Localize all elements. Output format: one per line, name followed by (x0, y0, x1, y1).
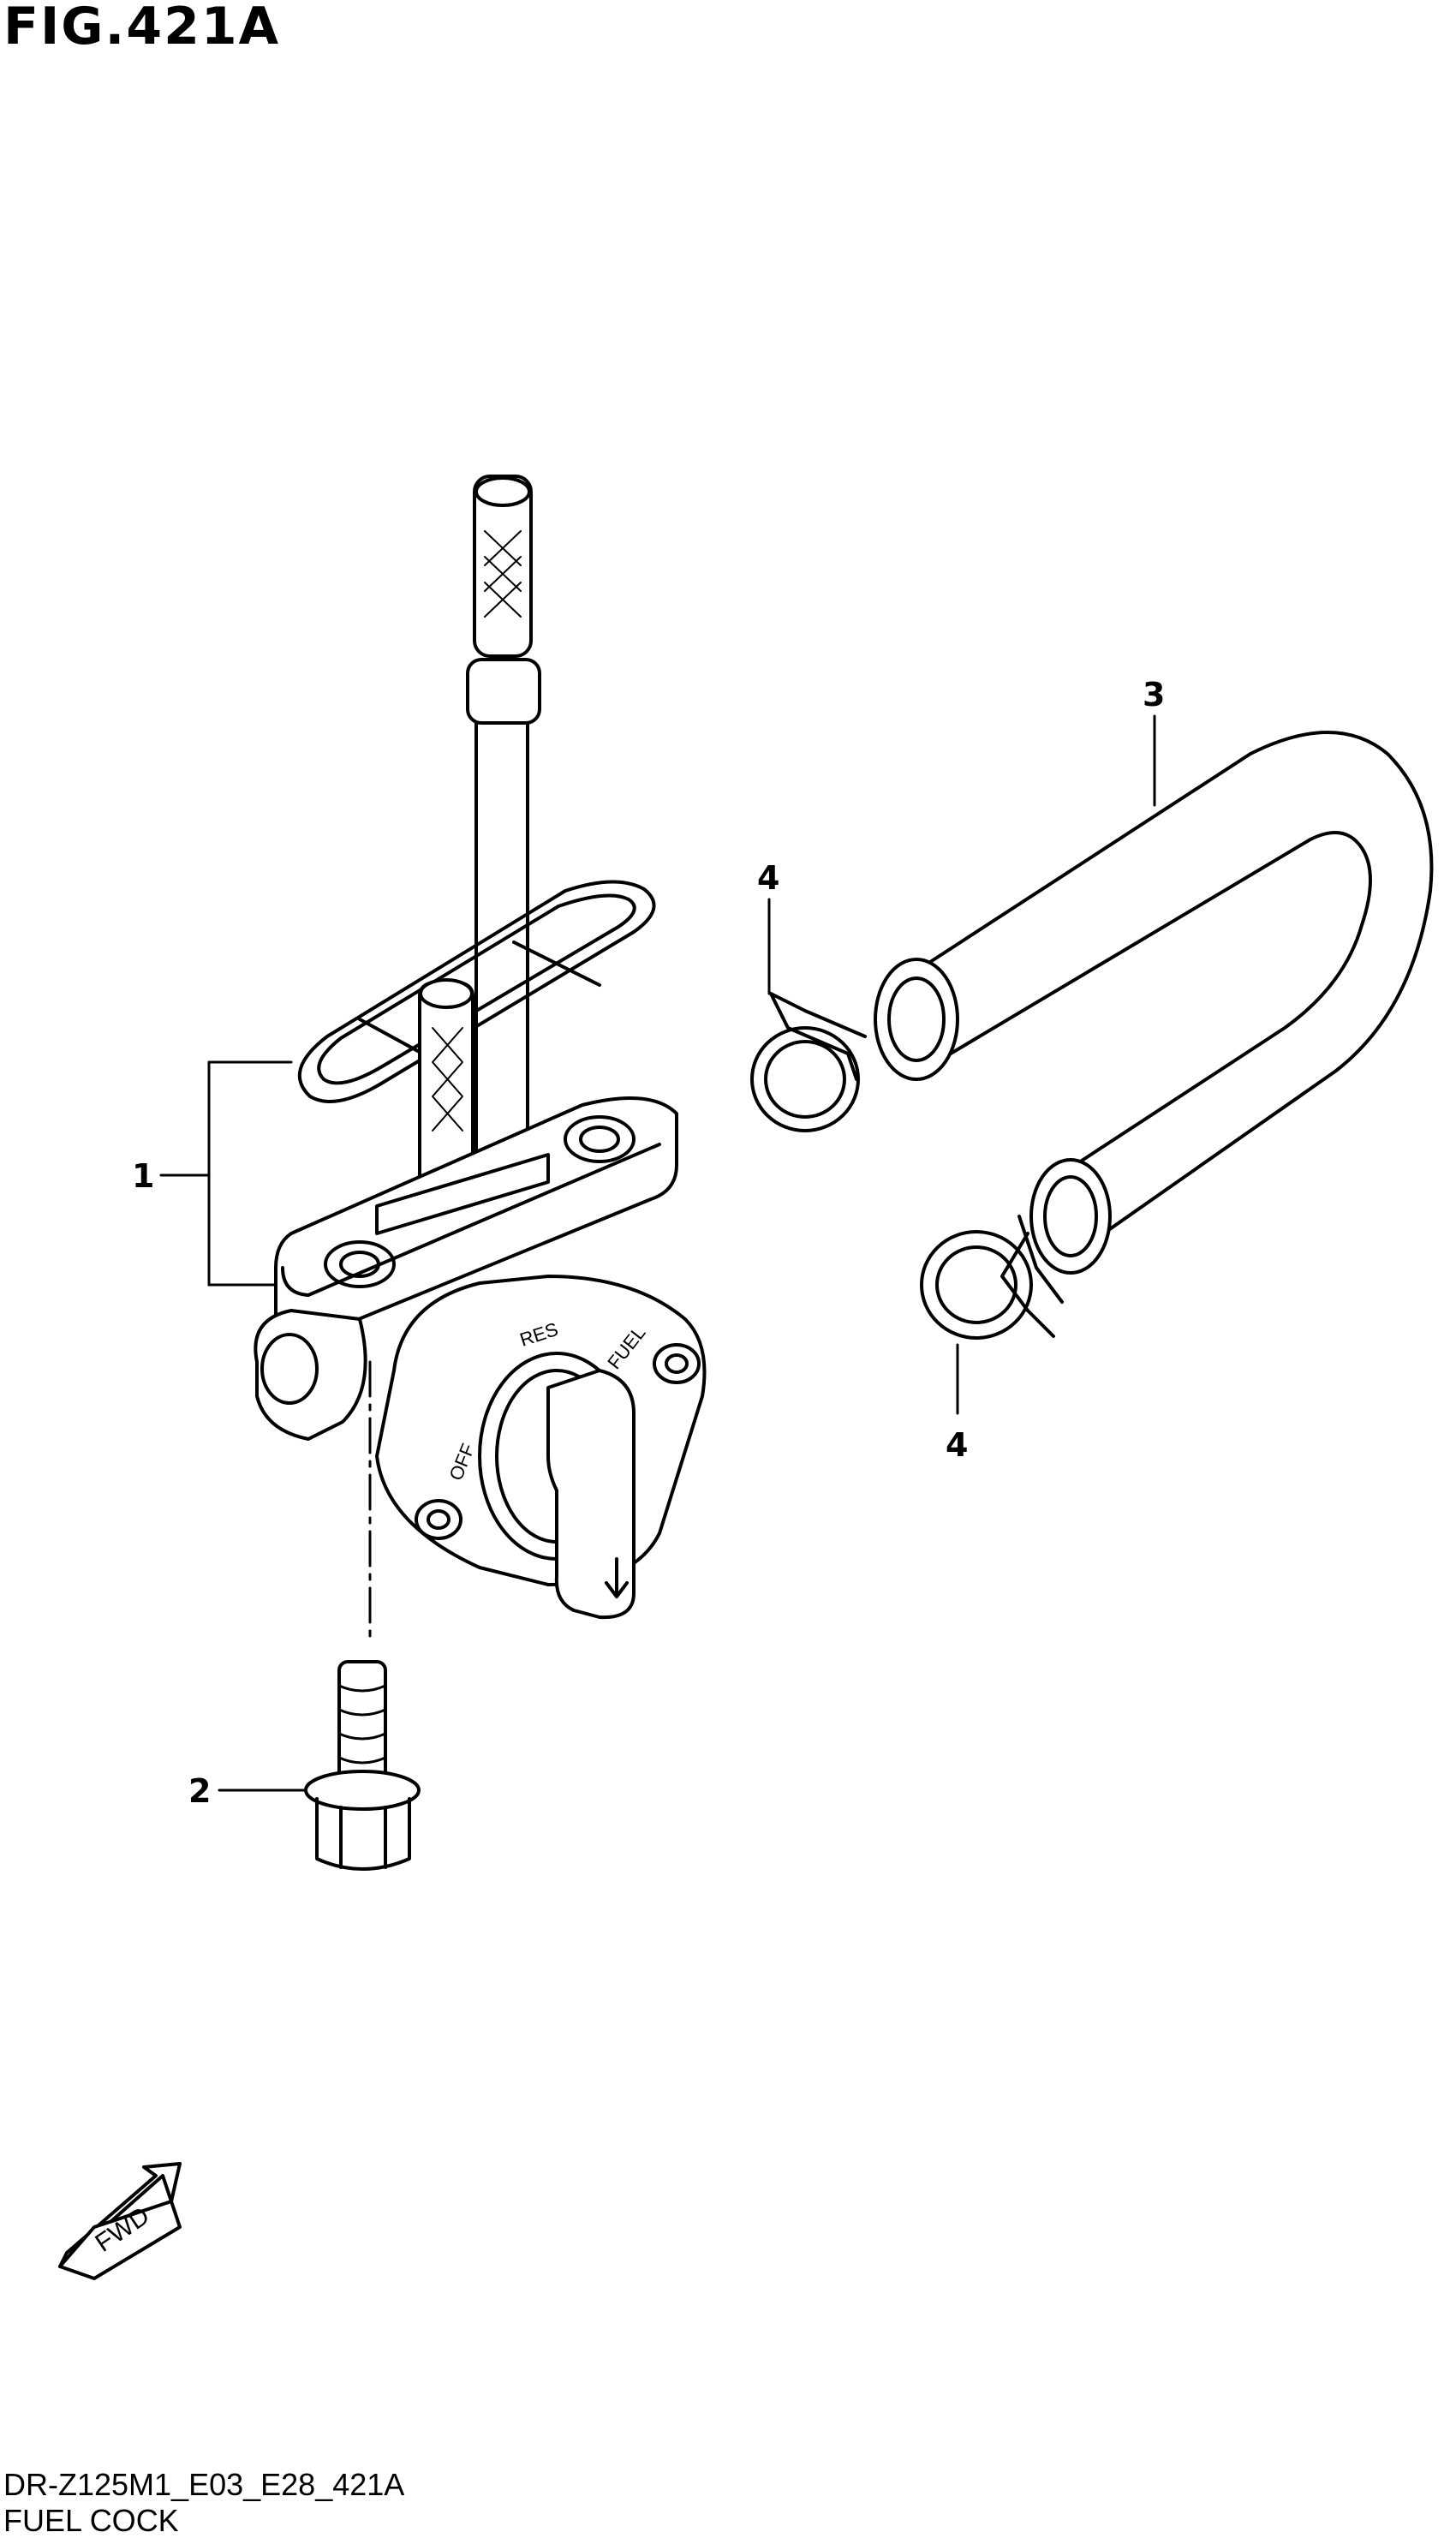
strainer-pipe (466, 475, 541, 1184)
callout-3: 3 (1143, 676, 1165, 714)
callout-4-upper: 4 (757, 859, 779, 897)
fuel-cock-body (254, 1096, 707, 1620)
hose (874, 731, 1434, 1275)
clamp-lower (920, 1215, 1064, 1340)
leader-lines (159, 714, 1156, 1792)
clamp-upper (750, 992, 867, 1132)
callout-1: 1 (132, 1157, 154, 1195)
gasket (297, 880, 656, 1103)
figure-title: FIG.421A (3, 0, 281, 57)
bolt (304, 1660, 421, 1871)
callout-2: 2 (188, 1772, 211, 1810)
callout-4-lower: 4 (946, 1426, 968, 1464)
fwd-arrow-icon (58, 2162, 182, 2280)
figure-name: FUEL COCK (3, 2503, 179, 2538)
drawing-code: DR-Z125M1_E03_E28_421A (3, 2467, 405, 2502)
